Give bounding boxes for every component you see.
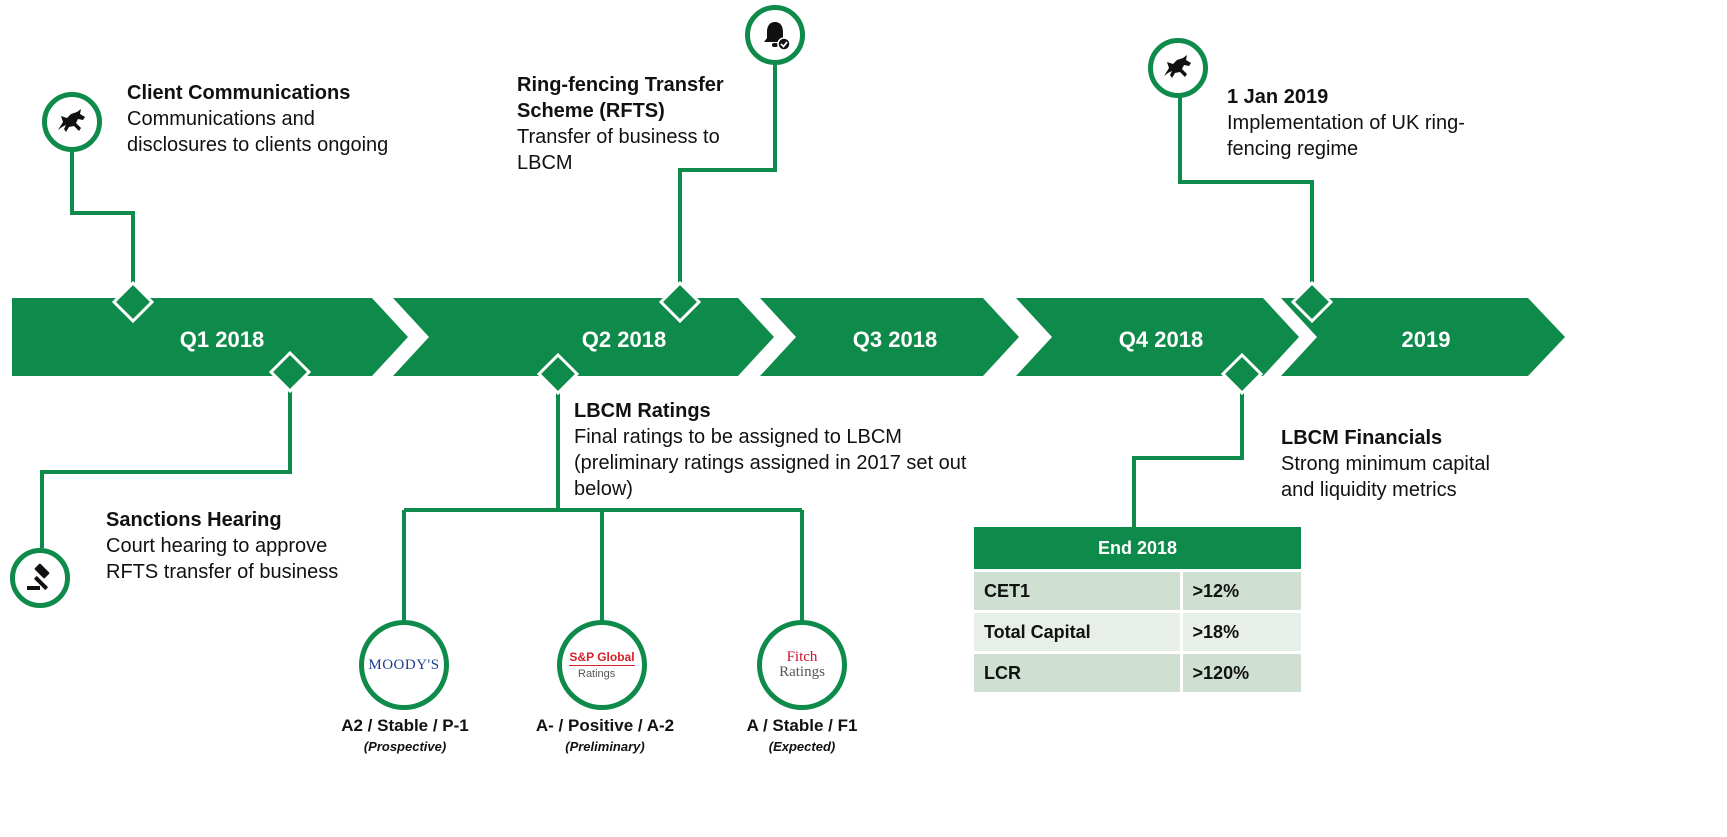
event-title: 1 Jan 2019 [1227,86,1329,108]
event-client-comms: Client Communications Communications and… [127,80,397,158]
event-title: LBCM Financials [1281,427,1443,449]
sp-global-logo: S&P Global Ratings [557,620,647,710]
marker-regime [1290,280,1334,324]
marker-ratings [536,352,580,396]
event-title: LBCM Ratings [574,400,711,422]
event-body: Court hearing to approve RFTS transfer o… [106,535,339,583]
metric-value: >18% [1181,610,1301,653]
logo-text: MOODY'S [368,656,440,673]
rating-moodys: A2 / Stable / P-1 (Prospective) [285,716,525,754]
marker-financials [1220,352,1264,396]
horse-icon [42,92,102,152]
connector-regime [1178,95,1314,290]
marker-client-comms [111,280,155,324]
logo-text: Fitch [786,649,818,665]
rating-status: (Prospective) [363,739,447,754]
connector-rfts [678,58,777,290]
moodys-logo: MOODY'S [359,620,449,710]
band-segment-q3 [760,298,1019,376]
table-row: LCR >120% [974,651,1301,692]
band-segment-q4 [1016,298,1299,376]
metric-value: >12% [1181,569,1301,612]
period-label-q4: Q4 2018 [1118,327,1204,352]
table-row: CET1 >12% [974,569,1301,612]
event-sanctions: Sanctions Hearing Court hearing to appro… [106,507,366,585]
marker-rfts [658,280,702,324]
event-rfts: Ring-fencing Transfer Scheme (RFTS) Tran… [517,72,757,176]
event-ratings: LBCM Ratings Final ratings to be assigne… [574,398,984,502]
period-label-q1: Q1 2018 [179,327,265,352]
band-segment-2019 [1281,298,1565,376]
table-header: End 2018 [974,527,1301,571]
logo-text: S&P Global [569,650,635,666]
logo-text: Ratings [779,664,825,680]
metric-name: LCR [974,651,1183,692]
event-body: Implementation of UK ring-fencing regime [1227,112,1465,160]
rating-value: A- / Positive / A-2 [535,716,675,735]
event-body: Transfer of business to LBCM [517,126,720,174]
rating-status: (Expected) [768,739,836,754]
event-body: Strong minimum capital and liquidity met… [1281,453,1490,501]
rating-fitch: A / Stable / F1 (Expected) [682,716,922,754]
rating-sp: A- / Positive / A-2 (Preliminary) [485,716,725,754]
event-title: Ring-fencing Transfer Scheme (RFTS) [517,74,724,122]
table-row: Total Capital >18% [974,610,1301,653]
rating-value: A2 / Stable / P-1 [341,716,469,735]
horse-icon [1148,38,1208,98]
period-label-2019: 2019 [1401,327,1451,352]
event-body: Communications and disclosures to client… [127,108,389,156]
event-title: Client Communications [127,82,351,104]
metric-value: >120% [1181,651,1301,692]
period-label-q2: Q2 2018 [581,327,667,352]
marker-sanctions [268,350,312,394]
event-regime: 1 Jan 2019 Implementation of UK ring-fen… [1227,84,1467,162]
rating-value: A / Stable / F1 [746,716,858,735]
event-financials: LBCM Financials Strong minimum capital a… [1281,425,1521,503]
fitch-logo: Fitch Ratings [757,620,847,710]
metric-name: Total Capital [974,610,1183,653]
bell-icon [745,5,805,65]
connector-client-comms [70,148,135,290]
rating-status: (Preliminary) [565,739,645,754]
financials-table: End 2018 CET1 >12% Total Capital >18% LC… [974,527,1301,692]
gavel-icon [10,548,70,608]
logo-text: Ratings [578,668,616,680]
band-segment-q1 [12,298,408,376]
event-body: Final ratings to be assigned to LBCM (pr… [574,426,967,500]
event-title: Sanctions Hearing [106,509,282,531]
connector-financials [1132,384,1244,527]
period-label-q3: Q3 2018 [852,327,938,352]
connector-sanctions [40,382,292,548]
metric-name: CET1 [974,569,1183,612]
